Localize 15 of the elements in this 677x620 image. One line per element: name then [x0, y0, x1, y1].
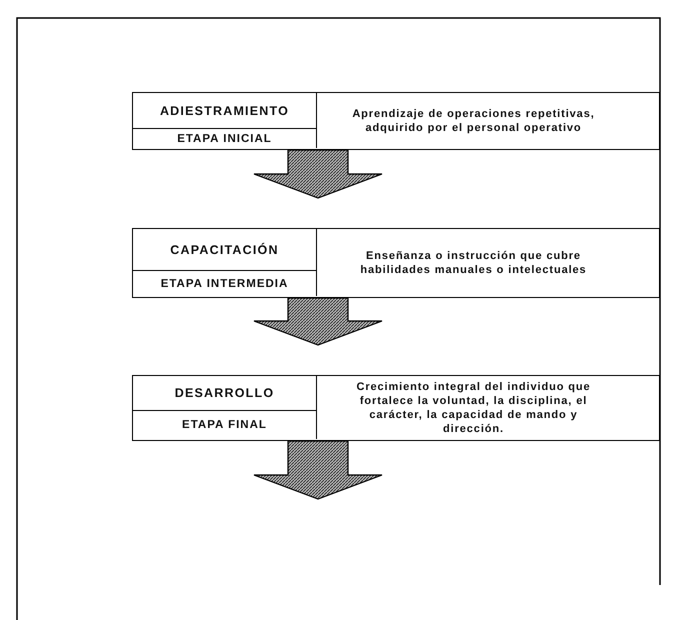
stage-label: ETAPA INICIAL	[133, 129, 316, 148]
block-arrow	[253, 297, 383, 346]
stage-description: Crecimiento integral del individuo que fortalece la voluntad, la disciplina, el carácter, la capacidad de mando y dirección.	[316, 376, 658, 439]
stage-label: ETAPA INTERMEDIA	[133, 271, 316, 296]
stage-box	[132, 228, 660, 298]
stage-description: Aprendizaje de operaciones repetitivas, adquirido por el personal operativo	[316, 93, 658, 148]
stage-box	[132, 92, 660, 150]
stage-label: ETAPA FINAL	[133, 411, 316, 439]
stage-title: ADIESTRAMIENTO	[133, 93, 316, 129]
block-arrow	[253, 149, 383, 199]
stage-description: Enseñanza o instrucción que cubre habilidades manuales o intelectuales	[316, 229, 658, 296]
stage-box	[132, 375, 660, 441]
block-arrow	[253, 440, 383, 500]
stage-title: CAPACITACIÓN	[133, 229, 316, 271]
stage-title: DESARROLLO	[133, 376, 316, 411]
